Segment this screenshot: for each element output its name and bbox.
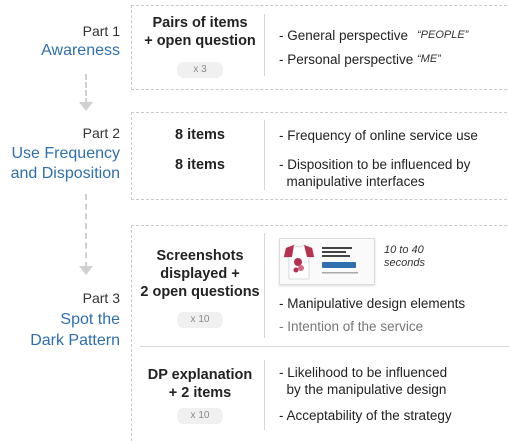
connector-line-2 [85, 194, 87, 268]
part1-title: Awareness [41, 42, 120, 59]
part3-block2-label: DP explanation + 2 items [147, 367, 253, 401]
part1-repeat-badge: x 3 [177, 62, 223, 78]
part1-item-1-tag: “PEOPLE” [417, 29, 469, 41]
part2-box [131, 112, 509, 200]
part1-number: Part 1 [82, 23, 120, 39]
part3-block1-item-1: - Manipulative design elements [279, 296, 466, 311]
part1-block-label: Pairs of items + open question [144, 15, 256, 49]
part2-row2-text: - Disposition to be influenced by manipu… [279, 157, 471, 189]
shirt-icon [280, 239, 374, 284]
part3-block-divider [140, 346, 509, 347]
part3-title-line1: Spot the [60, 311, 120, 328]
part1-item-2-tag: “ME” [417, 53, 441, 65]
part3-timing-text: 10 to 40 seconds [384, 244, 425, 269]
part2-row1-text: - Frequency of online service use [279, 128, 478, 143]
part3-box [131, 225, 509, 441]
part3-block1-label: Screenshots displayed + 2 open questions [140, 248, 260, 300]
part3-block2-repeat-badge: x 10 [177, 408, 223, 424]
part2-title-line1: Use Frequency [11, 145, 121, 162]
part1-item-2: - Personal perspective [279, 51, 413, 68]
part3-block2-item-2: - Acceptability of the strategy [279, 408, 452, 423]
part1-separator [264, 14, 265, 76]
website-screenshot-thumbnail [279, 238, 375, 285]
part3-block1-repeat-badge: x 10 [177, 312, 223, 328]
part1-item-2-text: - Personal perspective [279, 52, 414, 67]
down-arrow-icon [79, 102, 93, 111]
part2-title-line2: and Disposition [10, 165, 120, 182]
part1-item-1-text: - General perspective [279, 28, 409, 43]
part2-row1-label: 8 items [175, 127, 225, 143]
part3-block2-separator [264, 360, 265, 430]
part3-title-line2: Dark Pattern [30, 332, 120, 349]
part2-row2-label: 8 items [175, 157, 225, 173]
part1-item-1: - General perspective [279, 27, 408, 44]
part1-box [131, 5, 509, 90]
connector-line-1 [85, 74, 87, 104]
part3-number: Part 3 [82, 290, 120, 306]
part3-block1-separator [264, 233, 265, 338]
down-arrow-icon [79, 266, 93, 275]
part3-block1-item-2: - Intention of the service [279, 319, 424, 334]
part2-separator [264, 120, 265, 190]
part2-number: Part 2 [82, 125, 120, 141]
part3-block2-item-1: - Likelihood to be influenced by the man… [279, 365, 448, 397]
